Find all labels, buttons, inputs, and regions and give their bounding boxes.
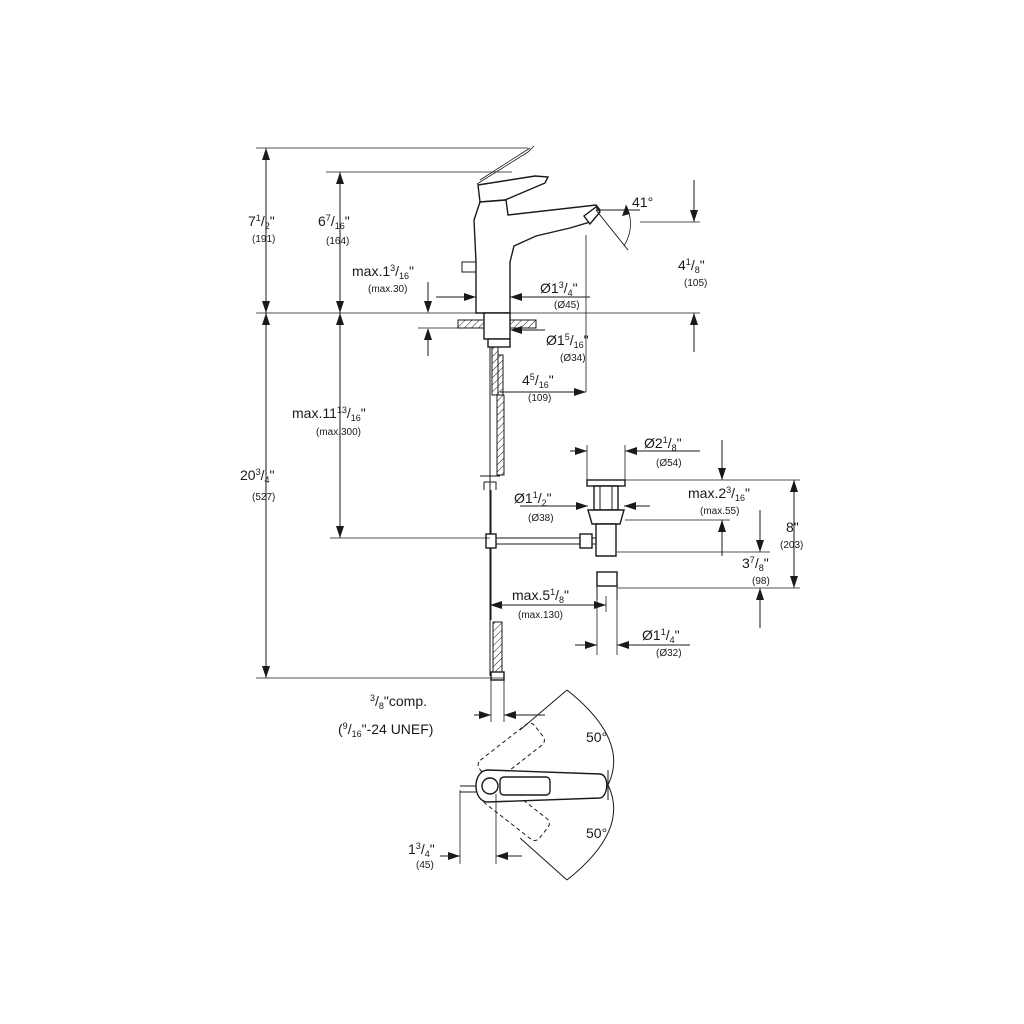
svg-text:(max.300): (max.300) xyxy=(316,427,361,438)
svg-text:(Ø32): (Ø32) xyxy=(656,648,682,659)
svg-text:(203): (203) xyxy=(780,540,803,551)
dim-label-max-11-13-16: max.1113/16" (max.300) xyxy=(292,405,366,438)
dim-label-dia-1-1-2: Ø11/2" (Ø38) xyxy=(514,490,554,524)
svg-text:(9/16"-24 UNEF): (9/16"-24 UNEF) xyxy=(338,721,433,739)
svg-text:71/2": 71/2" xyxy=(248,213,275,231)
dim-label-41deg: 41° xyxy=(632,194,653,210)
svg-text:13/4": 13/4" xyxy=(408,841,435,859)
svg-text:3/8"comp.: 3/8"comp. xyxy=(370,693,427,711)
dim-label-max-2-3-16: max.23/16" (max.55) xyxy=(688,485,750,517)
svg-text:45/16": 45/16" xyxy=(522,372,554,390)
dim-label-50deg-bottom: 50° xyxy=(586,825,607,841)
svg-text:(45): (45) xyxy=(416,860,434,871)
dim-label-50deg-top: 50° xyxy=(586,729,607,745)
dim-label-6-7-16: 67/16" (164) xyxy=(318,213,350,247)
top-view xyxy=(460,689,615,881)
svg-text:(164): (164) xyxy=(326,236,349,247)
svg-text:50°: 50° xyxy=(586,729,607,745)
svg-text:(109): (109) xyxy=(528,393,551,404)
svg-text:(105): (105) xyxy=(684,278,707,289)
svg-text:(Ø38): (Ø38) xyxy=(528,513,554,524)
svg-text:Ø13/4": Ø13/4" xyxy=(540,280,578,298)
svg-text:(max.55): (max.55) xyxy=(700,506,739,517)
svg-text:67/16": 67/16" xyxy=(318,213,350,231)
svg-text:max.1113/16": max.1113/16" xyxy=(292,405,366,423)
svg-text:(527): (527) xyxy=(252,492,275,503)
svg-text:(Ø45): (Ø45) xyxy=(554,300,580,311)
dim-label-dia-1-3-4: Ø13/4" (Ø45) xyxy=(540,280,580,311)
svg-text:8": 8" xyxy=(786,519,799,535)
dim-label-max-5-1-8: max.51/8" (max.130) xyxy=(512,587,569,621)
svg-text:(Ø54): (Ø54) xyxy=(656,458,682,469)
svg-text:203/4": 203/4" xyxy=(240,467,275,485)
svg-text:37/8": 37/8" xyxy=(742,555,769,573)
dim-label-8: 8" (203) xyxy=(780,519,803,551)
svg-text:Ø11/4": Ø11/4" xyxy=(642,627,680,645)
dim-label-unef: (9/16"-24 UNEF) xyxy=(338,721,433,739)
dim-label-7-1-2: 71/2" (191) xyxy=(248,213,275,245)
dim-label-dia-1-5-16: Ø15/16" (Ø34) xyxy=(546,332,589,364)
faucet-body xyxy=(457,145,601,681)
popup-waste xyxy=(485,479,626,600)
svg-text:max.13/16": max.13/16" xyxy=(352,263,414,281)
svg-text:(max.30): (max.30) xyxy=(368,284,407,295)
svg-text:(max.130): (max.130) xyxy=(518,610,563,621)
dim-label-3-7-8: 37/8" (98) xyxy=(742,555,770,587)
dim-label-4-1-8: 41/8" (105) xyxy=(678,257,707,289)
svg-text:(191): (191) xyxy=(252,234,275,245)
svg-text:Ø21/8": Ø21/8" xyxy=(644,435,682,453)
dim-label-max-1-3-16: max.13/16" (max.30) xyxy=(352,263,414,295)
svg-text:50°: 50° xyxy=(586,825,607,841)
dim-label-dia-2-1-8: Ø21/8" (Ø54) xyxy=(644,435,682,469)
svg-text:41°: 41° xyxy=(632,194,653,210)
svg-text:Ø11/2": Ø11/2" xyxy=(514,490,552,508)
dimension-lines xyxy=(256,147,800,864)
dim-label-1-3-4: 13/4" (45) xyxy=(408,841,435,871)
svg-text:41/8": 41/8" xyxy=(678,257,705,275)
dim-label-comp: 3/8"comp. xyxy=(370,693,427,711)
svg-text:Ø15/16": Ø15/16" xyxy=(546,332,589,350)
dim-label-4-5-16: 45/16" (109) xyxy=(522,372,554,404)
dim-label-dia-1-1-4: Ø11/4" (Ø32) xyxy=(642,627,682,659)
svg-text:(98): (98) xyxy=(752,576,770,587)
svg-text:max.51/8": max.51/8" xyxy=(512,587,569,605)
dim-label-20-3-4: 203/4" (527) xyxy=(240,467,275,503)
svg-text:(Ø34): (Ø34) xyxy=(560,353,586,364)
svg-text:max.23/16": max.23/16" xyxy=(688,485,750,503)
